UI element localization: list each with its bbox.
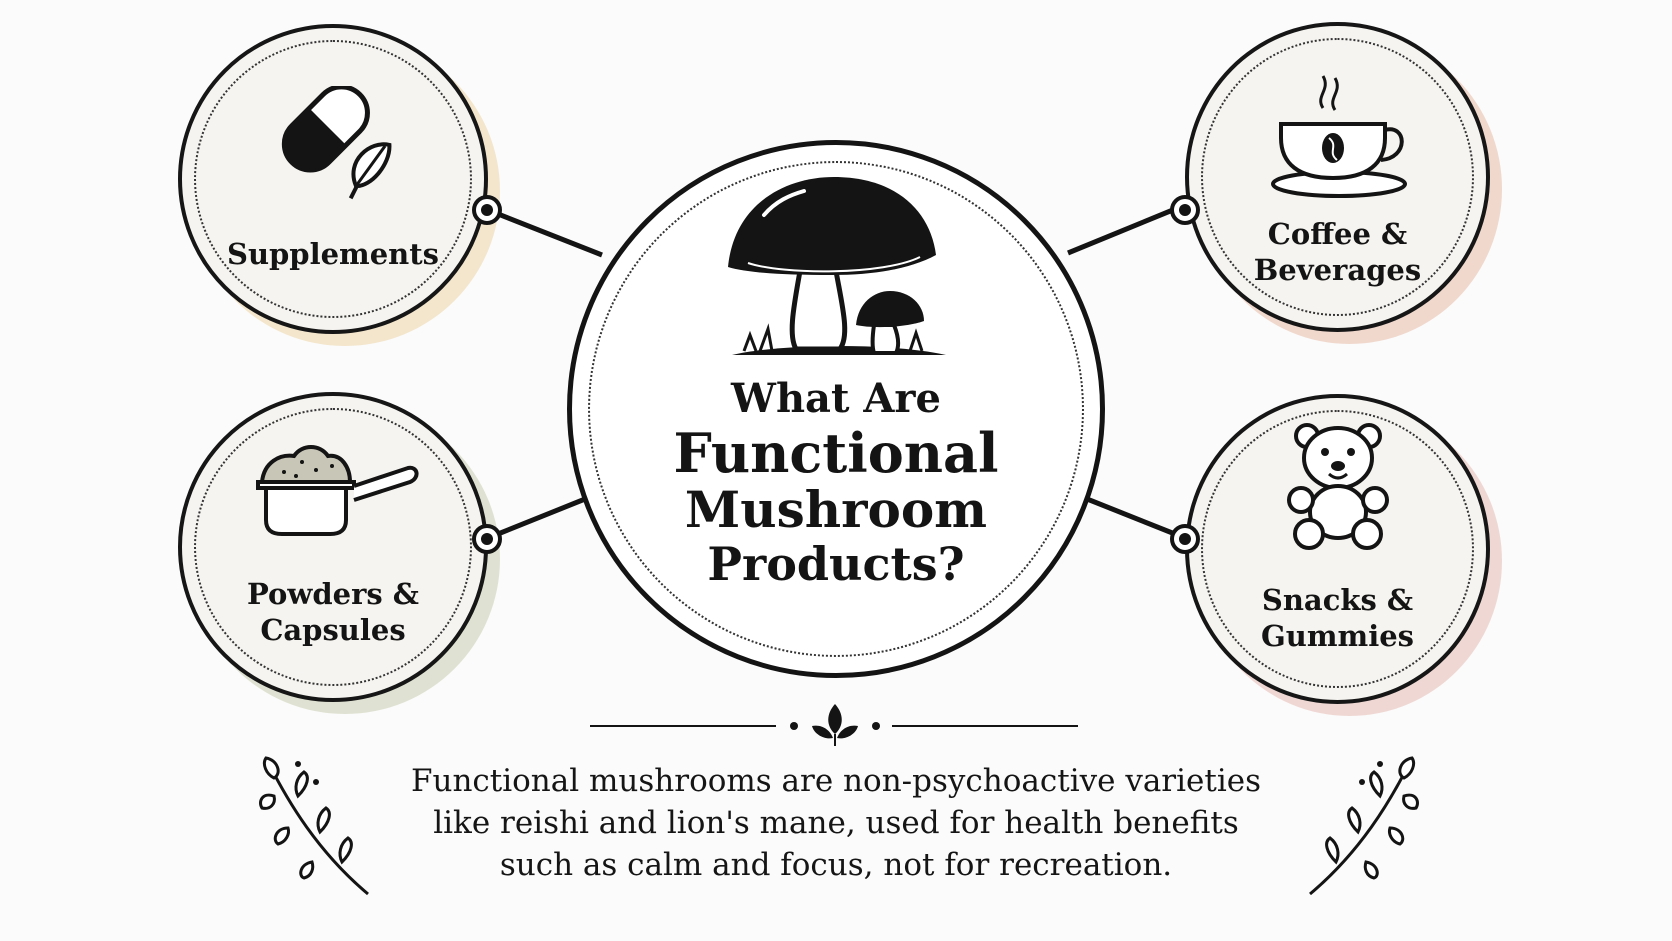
category-label: Supplements [227, 237, 439, 271]
connector-supplements [487, 207, 603, 258]
dotted-ring [194, 408, 472, 686]
pill-leaf-icon [281, 86, 392, 200]
coffee-cup-icon [1271, 75, 1407, 198]
connector-powders [487, 490, 601, 541]
sprig-right-icon [1309, 756, 1419, 896]
description-text: Functional mushrooms are non-psychoactiv… [410, 763, 1262, 883]
connector-node [1170, 195, 1200, 225]
category-powders-capsules: Powders & Capsules [178, 392, 488, 702]
title-line: Products? [707, 537, 965, 591]
leaf-icon [812, 704, 858, 746]
title-line: Mushroom [684, 480, 988, 539]
central-topic: What Are Functional Mushroom Products? [567, 140, 1105, 678]
ornamental-divider [590, 704, 1078, 746]
title-line: Functional [673, 421, 999, 485]
connector-coffee [1067, 202, 1186, 256]
connector-snacks [1071, 490, 1186, 541]
category-label: Snacks & Gummies [1260, 583, 1414, 653]
mushroom-icon [728, 177, 946, 355]
connector-node [472, 524, 502, 554]
category-supplements: Supplements [178, 24, 488, 334]
category-label: Powders & Capsules [247, 577, 419, 647]
gummy-bear-icon [1287, 423, 1389, 550]
dotted-ring [588, 161, 1084, 657]
category-snacks-gummies: Snacks & Gummies [1185, 394, 1490, 704]
connector-node [1170, 524, 1200, 554]
powder-scoop-icon [256, 445, 419, 536]
category-coffee-beverages: Coffee & Beverages [1185, 22, 1490, 332]
connector-node [472, 195, 502, 225]
dotted-ring [1201, 410, 1474, 688]
dotted-ring [194, 40, 472, 318]
dotted-ring [1201, 38, 1474, 316]
title-line: What Are [731, 375, 941, 422]
sprig-left-icon [259, 756, 369, 896]
category-label: Coffee & Beverages [1253, 217, 1422, 287]
